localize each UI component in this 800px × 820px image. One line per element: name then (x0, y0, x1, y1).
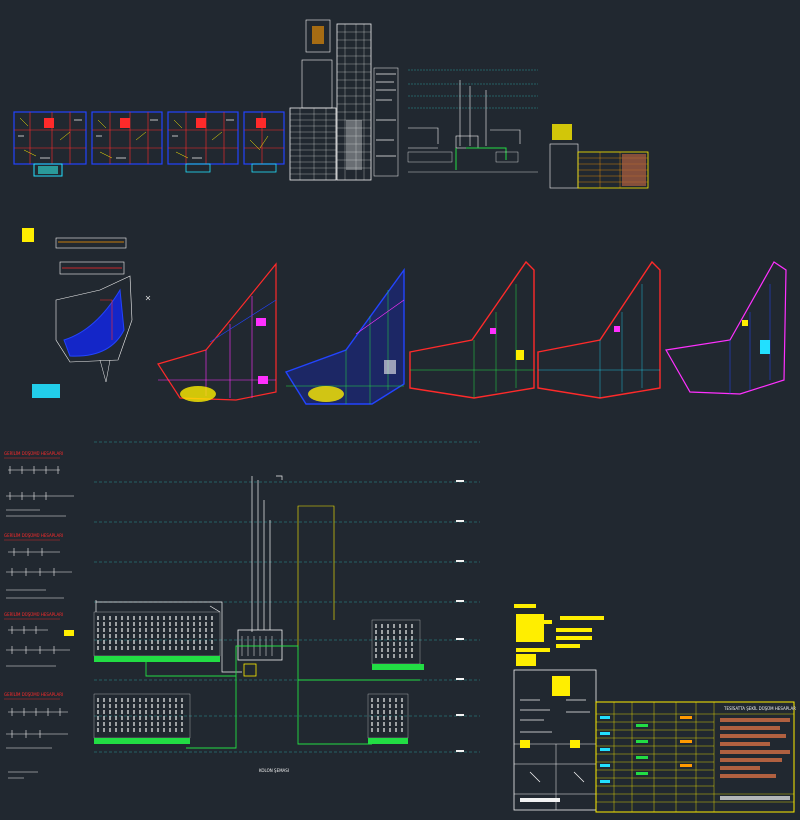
panel-bank-right-lower (367, 693, 409, 744)
triangular-plan-c (409, 260, 535, 399)
legend-table: TESİSATTA ŞEKİL DÜŞÜM HESAPLAR (595, 701, 796, 813)
triangular-plan-a (157, 262, 277, 402)
voltage-drop-header-4: GERİLİM DÜŞÜMÜ HESAPLARI (4, 692, 63, 697)
triangular-plan-d (537, 260, 661, 399)
legend-symbol-column-3 (680, 716, 692, 767)
panel-schedule-tables (289, 19, 399, 181)
panel-bank-left-lower (93, 693, 191, 744)
site-plan-group (22, 228, 151, 398)
top-single-line-diagram (407, 69, 538, 173)
voltage-drop-header-2: GERİLİM DÜŞÜMÜ HESAPLARI (4, 533, 63, 538)
floor-plan-1 (13, 111, 87, 177)
riser-cable-right (297, 505, 335, 650)
floor-plan-4 (243, 111, 285, 173)
level-markers (456, 480, 464, 752)
panel-bank-right-upper (371, 619, 424, 670)
top-right-legend-block (549, 124, 649, 189)
panel-bank-left-upper (93, 611, 221, 662)
triangular-plan-e (665, 261, 787, 395)
triangular-floor-plans (157, 260, 787, 405)
legend-table-title: TESİSATTA ŞEKİL DÜŞÜM HESAPLAR (723, 706, 796, 711)
legend-symbol-column (600, 716, 610, 783)
floor-plan-group (13, 111, 285, 177)
riser-cables (95, 475, 283, 673)
yellow-notes-block (514, 604, 604, 666)
ground-feeder-lines (145, 645, 420, 749)
floor-plan-2 (91, 111, 163, 165)
legend-symbol-column-2 (636, 724, 648, 775)
floor-plan-3 (167, 111, 239, 173)
voltage-drop-header-1: GERİLİM DÜŞÜMÜ HESAPLARI (4, 451, 63, 456)
floor-level-lines (94, 441, 480, 753)
legend-notes-block (720, 718, 790, 778)
detail-drawings-frame (513, 669, 597, 811)
main-distribution-board (237, 629, 283, 661)
voltage-drop-header-3: GERİLİM DÜŞÜMÜ HESAPLARI (4, 612, 63, 617)
voltage-drop-calculations: GERİLİM DÜŞÜMÜ HESAPLARI GERİLİM DÜŞÜMÜ … (4, 451, 74, 779)
riser-diagram: KOLON ŞEMASI (93, 441, 480, 773)
riser-caption: KOLON ŞEMASI (259, 768, 289, 773)
triangular-plan-b (284, 267, 405, 405)
